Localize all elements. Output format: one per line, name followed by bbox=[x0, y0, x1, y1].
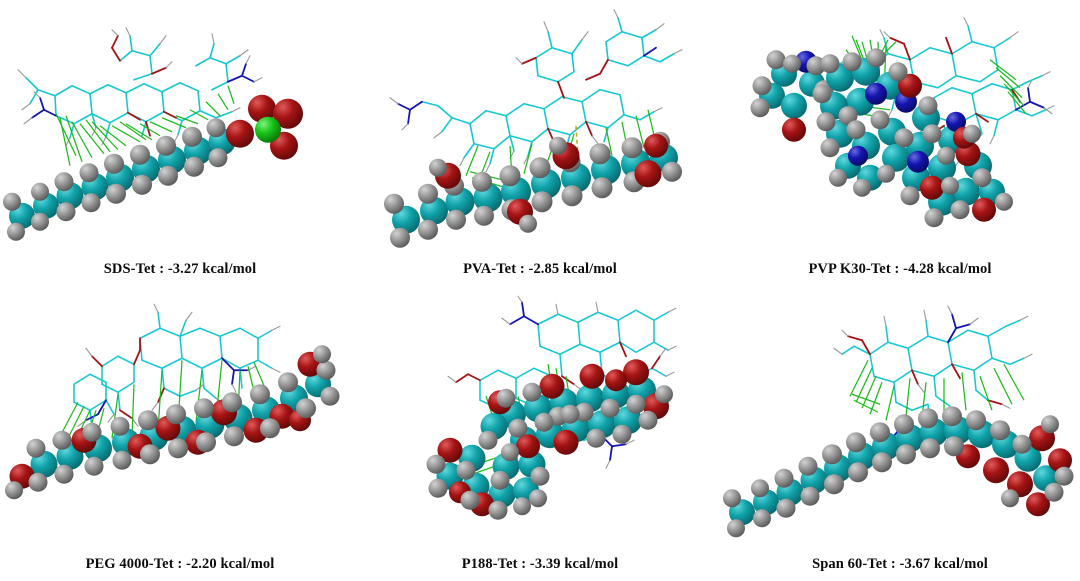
molecule-viz-p188 bbox=[360, 290, 720, 557]
panel-pvp-tet: PVP K30-Tet : -4.28 kcal/mol bbox=[720, 0, 1080, 290]
panel-label-span: Span 60-Tet : -3.67 kcal/mol bbox=[812, 555, 988, 572]
molecule-render-peg bbox=[5, 303, 340, 500]
panel-pva-tet: PVA-Tet : -2.85 kcal/mol bbox=[360, 0, 720, 290]
panel-p188-tet: P188-Tet : -3.39 kcal/mol bbox=[360, 290, 720, 581]
molecule-render-sds bbox=[3, 27, 303, 241]
molecule-viz-sds bbox=[0, 0, 360, 262]
molecule-render-span bbox=[723, 305, 1074, 538]
panel-peg-tet: PEG 4000-Tet : -2.20 kcal/mol bbox=[0, 290, 360, 581]
molecule-viz-pva bbox=[360, 0, 720, 262]
panel-label-pva: PVA-Tet : -2.85 kcal/mol bbox=[463, 260, 617, 277]
molecule-render-pvp bbox=[750, 17, 1055, 228]
panel-label-sds: SDS-Tet : -3.27 kcal/mol bbox=[103, 260, 257, 277]
panel-sds-tet: SDS-Tet : -3.27 kcal/mol bbox=[0, 0, 360, 290]
panel-span-tet: Span 60-Tet : -3.67 kcal/mol bbox=[720, 290, 1080, 581]
panel-label-p188: P188-Tet : -3.39 kcal/mol bbox=[461, 555, 619, 572]
molecule-viz-peg bbox=[0, 290, 360, 557]
molecule-render-p188 bbox=[426, 295, 677, 520]
molecule-render-pva bbox=[384, 9, 683, 248]
panel-label-peg: PEG 4000-Tet : -2.20 kcal/mol bbox=[85, 555, 275, 572]
molecule-viz-pvp bbox=[720, 0, 1080, 262]
panel-label-pvp: PVP K30-Tet : -4.28 kcal/mol bbox=[808, 260, 992, 277]
molecule-viz-span bbox=[720, 290, 1080, 557]
